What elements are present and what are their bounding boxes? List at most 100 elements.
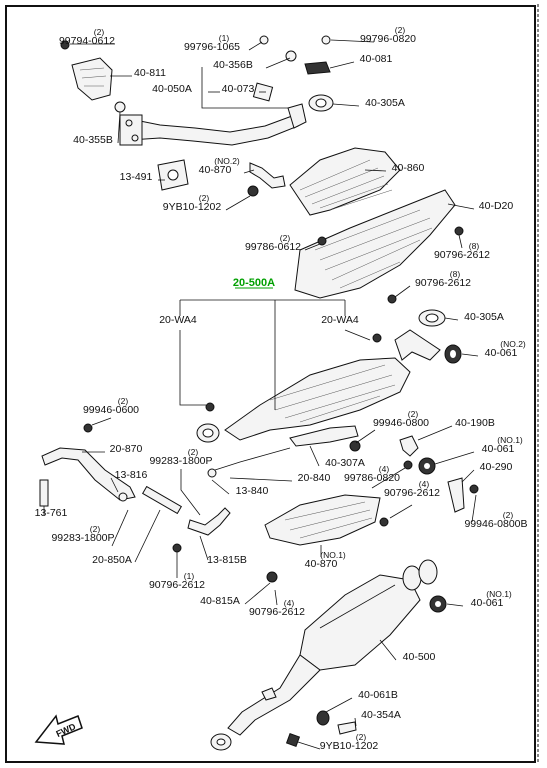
leader-lines [43, 39, 479, 750]
qty-label: (2) [94, 27, 105, 37]
hanger-40-081 [285, 35, 331, 75]
part-label-9yb10-1202: 9YB10-1202 [320, 740, 379, 752]
part-label-40-870: 40-870 [305, 558, 338, 570]
part-label-40-061: 40-061 [482, 443, 515, 455]
part-label-20-850a: 20-850A [92, 554, 132, 566]
part-label-40-811: 40-811 [134, 67, 166, 79]
part-label-90796-2612: 90796-2612 [415, 277, 471, 289]
qty-label: (2) [199, 193, 210, 203]
qty-label: (NO.2) [214, 156, 240, 166]
qty-label: (4) [284, 598, 295, 608]
heat-shield-40-860 [289, 147, 401, 216]
part-label-40-307a: 40-307A [325, 457, 365, 469]
sensor-20-840 [207, 447, 291, 478]
gasket-40-305A-upper [308, 94, 334, 112]
part-label-40-860: 40-860 [392, 162, 425, 174]
part-label-40-355b: 40-355B [73, 134, 113, 146]
qty-label: (NO.1) [320, 550, 346, 560]
part-label-90796-2612: 90796-2612 [149, 579, 205, 591]
part-label-99946-0600: 99946-0600 [83, 404, 139, 416]
hanger-40-061-no1-mid [418, 457, 436, 475]
qty-label: (8) [469, 241, 480, 251]
qty-label: (8) [450, 269, 461, 279]
part-label-40-190b: 40-190B [455, 417, 495, 429]
qty-label: (2) [90, 524, 101, 534]
bracket-40-190B [399, 435, 419, 470]
qty-label: (1) [184, 571, 195, 581]
heat-shield-40-811 [60, 40, 113, 101]
part-label-20-840: 20-840 [298, 472, 331, 484]
part-label-9yb10-1202: 9YB10-1202 [163, 201, 222, 213]
qty-label: (2) [356, 732, 367, 742]
qty-label: (2) [503, 510, 514, 520]
catalytic-converter-20-500A [196, 329, 441, 443]
qty-label: (2) [395, 25, 406, 35]
part-label-13-840: 13-840 [236, 485, 269, 497]
hanger-40-290 [447, 477, 479, 513]
part-label-40-305a: 40-305A [464, 311, 504, 323]
muffler-40-500 [210, 559, 438, 751]
hanger-40-061B [316, 710, 330, 726]
part-label-90796-2612: 90796-2612 [384, 487, 440, 499]
hose-20-870 [41, 423, 136, 501]
part-label-99786-0612: 99786-0612 [245, 241, 301, 253]
part-label-99946-0800: 99946-0800 [373, 417, 429, 429]
part-label-20-870: 20-870 [110, 443, 143, 455]
part-label-99946-0800b: 99946-0800B [464, 518, 527, 530]
part-label-13-491: 13-491 [120, 171, 153, 183]
part-label-40-356b: 40-356B [213, 59, 253, 71]
hose-13-761 [39, 479, 49, 507]
part-label-40-815a: 40-815A [200, 595, 240, 607]
part-label-99796-1065: 99796-1065 [184, 41, 240, 53]
front-pipe-40-050A [119, 103, 307, 146]
part-label-40-354a: 40-354A [361, 709, 401, 721]
hanger-40-061-no2 [444, 344, 462, 364]
heat-shield-40-870-no1 [264, 494, 389, 546]
qty-label: (4) [379, 464, 390, 474]
part-label-40-050a: 40-050A [152, 83, 192, 95]
part-label-99796-0820: 99796-0820 [360, 33, 416, 45]
part-label-20-wa4: 20-WA4 [321, 314, 359, 326]
hanger-40-061-no1-lower [429, 595, 447, 613]
qty-label: (2) [118, 396, 129, 406]
qty-label: (NO.2) [500, 339, 526, 349]
part-label-13-816: 13-816 [115, 469, 148, 481]
part-label-40-061b: 40-061B [358, 689, 398, 701]
bracket-40-354A [337, 721, 357, 735]
part-label-40-500: 40-500 [403, 651, 436, 663]
gasket-13-491 [157, 159, 189, 191]
part-label-90796-2612: 90796-2612 [434, 249, 490, 261]
heat-shield-40-307A [289, 425, 361, 452]
part-label-13-815b: 13-815B [207, 554, 247, 566]
hose-13-815B [172, 507, 231, 553]
part-label-40-870: 40-870 [199, 164, 232, 176]
part-label-20-wa4: 20-WA4 [159, 314, 197, 326]
part-label-40-d20: 40-D20 [479, 200, 514, 212]
qty-label: (2) [188, 447, 199, 457]
part-label-90796-2612: 90796-2612 [249, 606, 305, 618]
bracket-40-870-no2 [247, 162, 286, 197]
part-label-99283-1800p: 99283-1800P [51, 532, 114, 544]
part-label-20-500a: 20-500A [233, 277, 275, 289]
part-label-40-061: 40-061 [485, 347, 518, 359]
part-label-13-761: 13-761 [35, 507, 68, 519]
part-labels: 99794-0612(2)99796-1065(1)99796-0820(2)4… [35, 25, 528, 752]
heat-shield-40-D20 [294, 189, 464, 304]
part-label-40-305a: 40-305A [365, 97, 405, 109]
part-label-99786-0820: 99786-0820 [344, 472, 400, 484]
qty-label: (NO.1) [497, 435, 523, 445]
fwd-arrow-icon: FWD [34, 714, 83, 745]
nut-40-355B [114, 101, 126, 113]
qty-label: (NO.1) [486, 589, 512, 599]
qty-label: (2) [408, 409, 419, 419]
nut-9YB10-1202-lower [285, 732, 301, 748]
part-label-40-290: 40-290 [480, 461, 513, 473]
page-border [5, 5, 536, 763]
pipe-13-816 [118, 485, 183, 515]
part-label-40-081: 40-081 [360, 53, 393, 65]
part-label-40-073: 40-073 [222, 83, 255, 95]
part-label-99283-1800p: 99283-1800P [149, 455, 212, 467]
part-label-40-061: 40-061 [471, 597, 504, 609]
